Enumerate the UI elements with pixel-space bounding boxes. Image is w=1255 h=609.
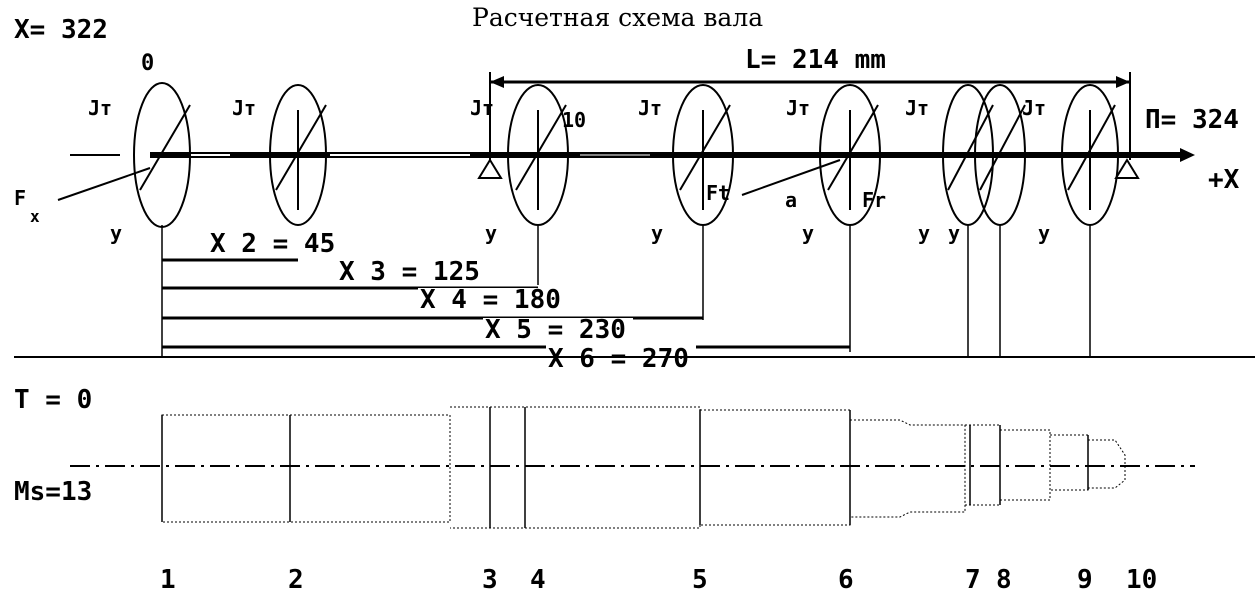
section-number: 8 <box>996 565 1012 595</box>
diagram-title: Расчетная схема вала <box>472 3 763 32</box>
torque-label: Jт <box>232 96 256 120</box>
y-label: y <box>802 221 814 245</box>
p-readout: П= 324 <box>1145 105 1239 135</box>
x-coordinate-readout: X= 322 <box>14 15 108 45</box>
axis-direction-label: +X <box>1208 165 1240 195</box>
dimension-x6: X 6 = 270 <box>548 344 689 374</box>
angle-a-label: a <box>785 188 797 212</box>
torque-label: Jт <box>786 96 810 120</box>
section-number: 9 <box>1077 565 1093 595</box>
section-number: 7 <box>965 565 981 595</box>
node-drop-lines <box>161 225 1091 357</box>
fx-force-arrow <box>57 167 151 201</box>
length-label: L= 214 mm <box>745 45 886 75</box>
section-number: 5 <box>692 565 708 595</box>
y-label: y <box>948 221 960 245</box>
ft-force-label: Ft <box>706 181 730 205</box>
right-support-icon <box>1114 158 1140 179</box>
node-ellipse-2 <box>269 84 327 226</box>
section-number: 3 <box>482 565 498 595</box>
left-support-icon <box>477 158 503 179</box>
section-number: 1 <box>160 565 176 595</box>
section-number: 2 <box>288 565 304 595</box>
dimension-x3: X 3 = 125 <box>339 257 480 287</box>
y-label: y <box>1038 221 1050 245</box>
fr-force-label: Fr <box>862 188 886 212</box>
torque-label: Jт <box>88 96 112 120</box>
dim-label-bg <box>483 318 633 344</box>
fx-force-label: F <box>14 186 26 210</box>
dimension-x4: X 4 = 180 <box>420 285 561 315</box>
y-label: y <box>918 221 930 245</box>
axis-arrowhead <box>1180 148 1195 162</box>
shaft-axis <box>70 148 1195 162</box>
y-labels: y y y y y y y <box>110 221 1050 245</box>
y-label: y <box>651 221 663 245</box>
torque-label: Jт <box>638 96 662 120</box>
section-numbers: 1 2 3 4 5 6 7 8 9 10 <box>160 565 1157 595</box>
dim-label-bg <box>546 345 696 373</box>
ms-readout: Ms=13 <box>14 477 92 507</box>
origin-label: 0 <box>141 51 154 76</box>
dimension-x5: X 5 = 230 <box>485 315 626 345</box>
ft-force-arrow <box>741 159 841 196</box>
torque-readout: T = 0 <box>14 385 92 415</box>
section-number: 4 <box>530 565 546 595</box>
shaft-profile <box>161 406 1126 529</box>
length-dimension <box>489 72 1131 160</box>
dim-label-bg <box>418 288 566 314</box>
dimension-x2: X 2 = 45 <box>210 229 335 259</box>
node-marks <box>139 104 1116 210</box>
fx-force-subscript: x <box>30 207 40 226</box>
section-number: 10 <box>1126 565 1157 595</box>
section-number: 6 <box>838 565 854 595</box>
dim-label-bg <box>337 260 487 286</box>
torque-labels: Jт Jт Jт Jт Jт Jт Jт <box>88 96 1046 120</box>
torque-label: Jт <box>1022 96 1046 120</box>
marker-10-label: 10 <box>562 108 586 132</box>
dim-label-bg <box>208 232 348 258</box>
torque-label: Jт <box>470 96 494 120</box>
y-label: y <box>485 221 497 245</box>
y-label: y <box>110 221 122 245</box>
torque-label: Jт <box>905 96 929 120</box>
